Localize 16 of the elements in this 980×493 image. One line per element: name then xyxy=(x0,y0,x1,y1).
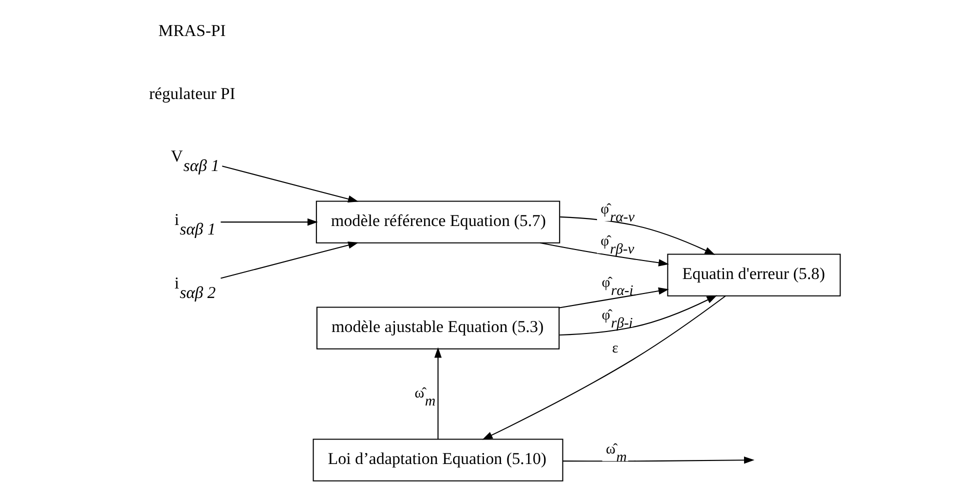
label: régulateur PI xyxy=(148,84,235,103)
arrow xyxy=(482,294,726,440)
arrow xyxy=(562,456,754,464)
arrow xyxy=(559,294,717,335)
node-box: modèle référence Equation (5.7) xyxy=(315,200,560,243)
node-box: Loi d’adaptation Equation (5.10) xyxy=(312,438,563,481)
node-box: modèle ajustable Equation (5.3) xyxy=(316,306,560,349)
arrow xyxy=(220,241,358,278)
arrow xyxy=(220,218,318,226)
arrow xyxy=(222,165,358,202)
label: MRAS-PI xyxy=(158,20,226,40)
arrow xyxy=(434,346,442,439)
arrow xyxy=(539,242,668,266)
edge-label: ε xyxy=(612,340,618,356)
arrow xyxy=(558,286,668,308)
node-box: Equatin d'erreur (5.8) xyxy=(666,253,840,296)
